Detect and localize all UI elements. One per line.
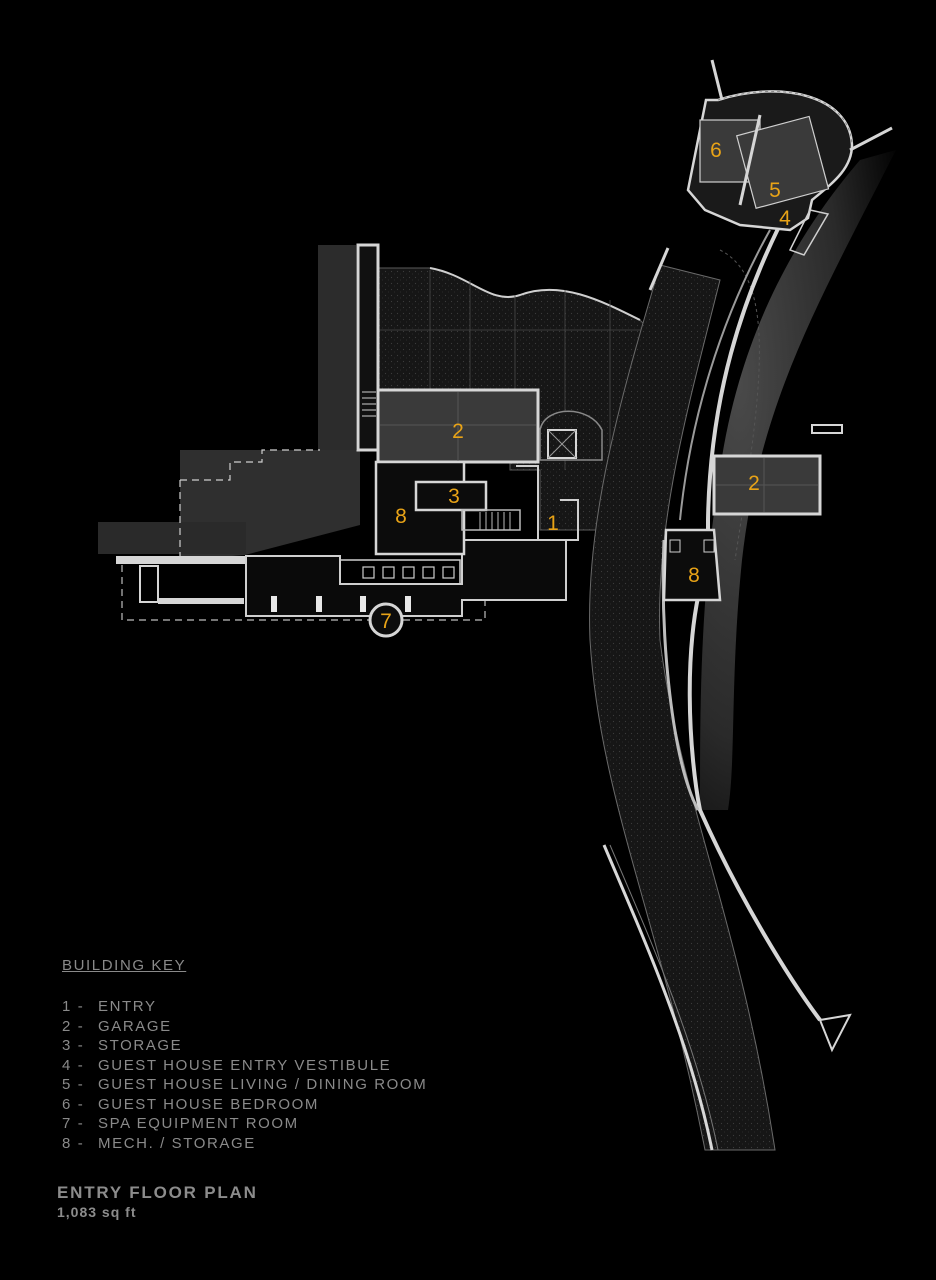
label-guest-living: 5 [769, 179, 781, 202]
label-guest-bedroom: 6 [710, 139, 722, 162]
key-item: 8 - MECH. / STORAGE [62, 1134, 427, 1154]
label-mech-east: 8 [688, 564, 700, 587]
key-room-name: GARAGE [98, 1017, 172, 1035]
plan-area: 1,083 sq ft [57, 1204, 137, 1220]
curved-walkway [589, 249, 776, 1151]
label-spa: 7 [380, 610, 392, 633]
key-number: 4 - [62, 1056, 85, 1074]
east-garage-block [662, 424, 843, 602]
building-key-heading: BUILDING KEY [62, 957, 187, 974]
key-room-name: ENTRY [98, 998, 157, 1015]
key-room-name: MECH. / STORAGE [98, 1134, 256, 1152]
key-number: 8 - [62, 1134, 85, 1152]
key-item: 2 - GARAGE [62, 1017, 427, 1037]
key-item: 4 - GUEST HOUSE ENTRY VESTIBULE [62, 1056, 427, 1076]
west-site-walls [98, 245, 486, 621]
key-number: 5 - [62, 1076, 85, 1093]
guest-house [686, 59, 893, 256]
label-garage-east: 2 [748, 472, 760, 495]
label-garage-main: 2 [452, 420, 464, 443]
key-item: 1 - ENTRY [62, 997, 427, 1017]
key-room-name: GUEST HOUSE LIVING / DINING ROOM [98, 1076, 428, 1093]
key-number: 1 - [62, 998, 85, 1015]
key-room-name: GUEST HOUSE BEDROOM [98, 1095, 319, 1113]
plan-title-block: ENTRY FLOOR PLAN 1,083 sq ft [57, 1182, 258, 1221]
key-item: 5 - GUEST HOUSE LIVING / DINING ROOM [62, 1075, 427, 1095]
key-number: 3 - [62, 1037, 85, 1054]
plan-title: ENTRY FLOOR PLAN [57, 1183, 258, 1202]
key-item: 3 - STORAGE [62, 1036, 427, 1056]
key-number: 2 - [62, 1017, 85, 1035]
room-labels: 2 2 3 8 8 1 7 4 5 6 [380, 139, 791, 633]
key-item: 6 - GUEST HOUSE BEDROOM [62, 1095, 427, 1115]
label-storage: 3 [448, 485, 460, 508]
building-key: BUILDING KEY 1 - ENTRY 2 - GARAGE 3 - STORA… [62, 955, 427, 1153]
key-room-name: GUEST HOUSE ENTRY VESTIBULE [98, 1056, 392, 1074]
building-key-list: 1 - ENTRY 2 - GARAGE 3 - STORAGE 4 - GUEST H… [62, 997, 427, 1153]
key-item: 7 - SPA EQUIPMENT ROOM [62, 1114, 427, 1134]
key-room-name: STORAGE [98, 1037, 183, 1054]
label-guest-vestibule: 4 [779, 207, 791, 230]
key-number: 7 - [62, 1115, 85, 1132]
label-mech-west: 8 [395, 505, 407, 528]
curved-retaining-wall [648, 204, 852, 1053]
label-entry: 1 [547, 512, 559, 535]
key-number: 6 - [62, 1095, 85, 1113]
key-room-name: SPA EQUIPMENT ROOM [98, 1115, 299, 1132]
main-building [245, 243, 603, 638]
